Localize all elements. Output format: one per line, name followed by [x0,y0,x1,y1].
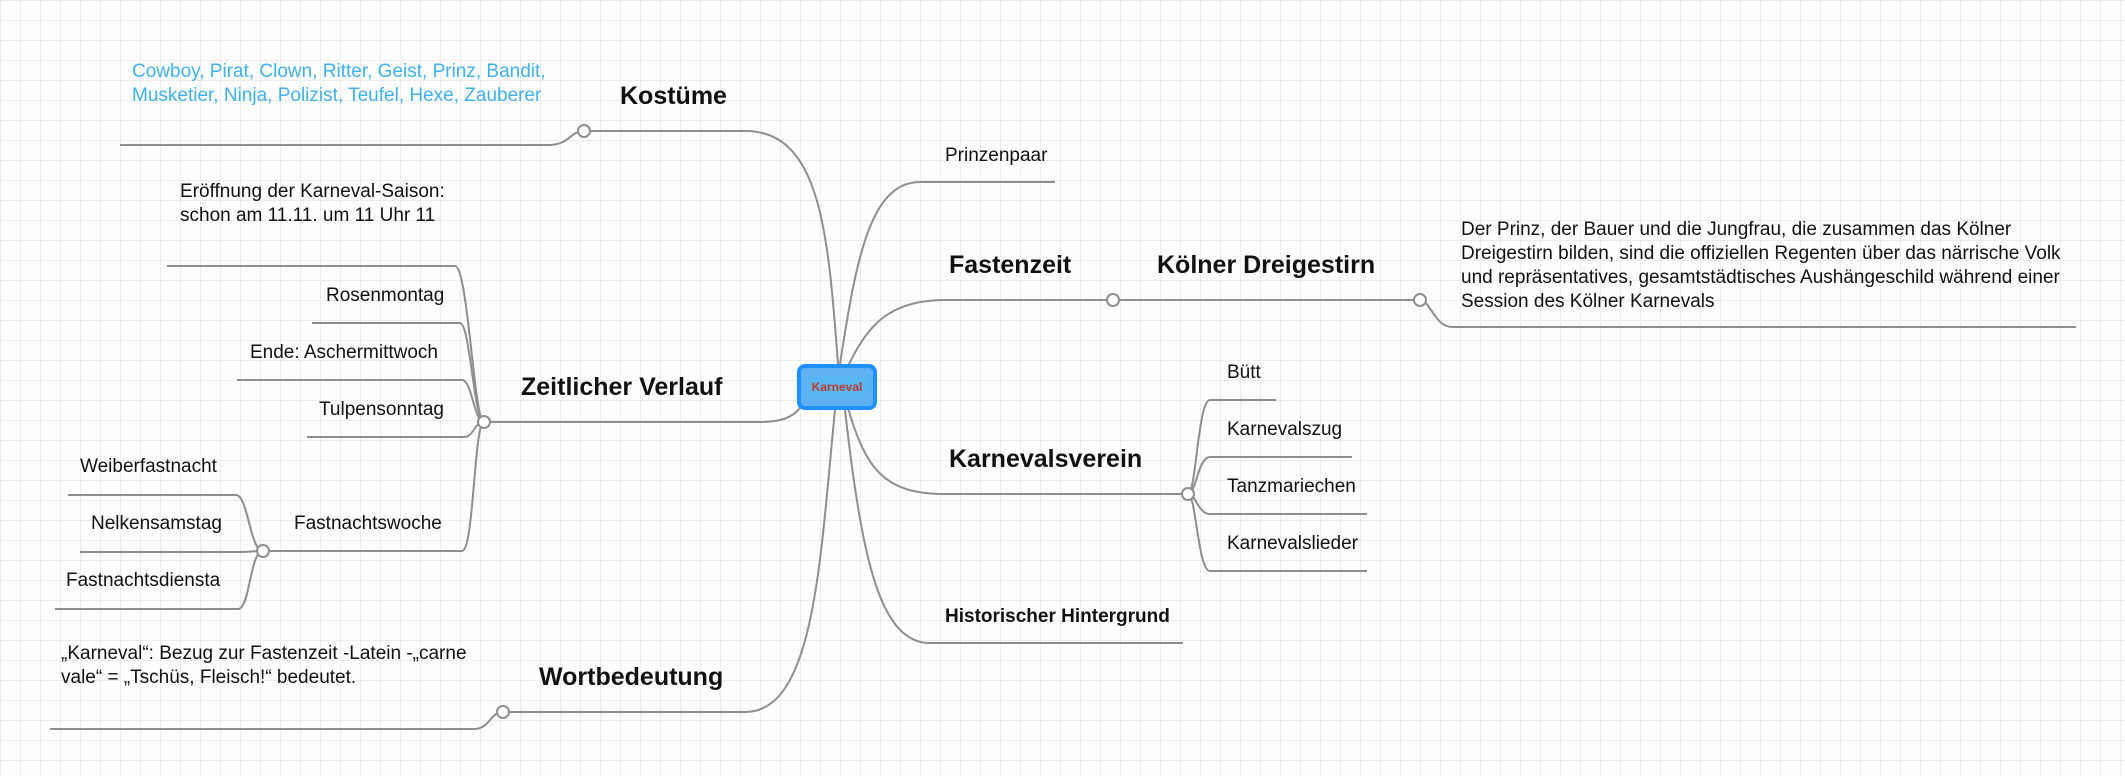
connector-prinzenpaar [839,181,1055,365]
junction-knob-wort [496,705,510,719]
subtopic-weiberfastnacht[interactable]: Weiberfastnacht [80,456,217,477]
junction-knob-zeitlich [477,415,491,429]
connector-fastenzeit [847,299,1113,367]
root-node[interactable]: Karneval [797,364,877,410]
junction-knob-kostueme [577,124,591,138]
connector-historisch [844,409,1183,644]
subtopic-eroeffnung[interactable]: Eröffnung der Karneval-Saison: schon am … [180,181,445,226]
connector-wort [503,409,836,713]
subtopic-tulpensonntag[interactable]: Tulpensonntag [319,399,445,420]
note-wortbedeutung[interactable]: „Karneval“: Bezug zur Fastenzeit -Latein… [61,643,467,688]
topic-kostueme[interactable]: Kostüme [620,82,727,110]
junction-knob-dreigestirn [1413,293,1427,307]
topic-karnevalsverein[interactable]: Karnevalsverein [949,445,1143,473]
junction-knob-fastenzeit [1106,293,1120,307]
note-kostueme[interactable]: Cowboy, Pirat, Clown, Ritter, Geist, Pri… [132,61,546,106]
subtopic-karnevalslieder[interactable]: Karnevalslieder [1227,533,1358,554]
note-dreigestirn[interactable]: Der Prinz, der Bauer und die Jungfrau, d… [1461,219,2061,312]
subtopic-aschermittwoch[interactable]: Ende: Aschermittwoch [250,342,438,363]
topic-fastenzeit[interactable]: Fastenzeit [949,251,1072,279]
subtopic-rosenmontag[interactable]: Rosenmontag [326,285,445,306]
subtopic-fastnachtsdiensta[interactable]: Fastnachtsdiensta [66,570,221,591]
subtopic-fastnachtswoche[interactable]: Fastnachtswoche [294,513,442,534]
topic-prinzenpaar[interactable]: Prinzenpaar [945,145,1048,166]
subtopic-nelkensamstag[interactable]: Nelkensamstag [91,513,222,534]
connector-verein [847,407,1188,495]
topic-zeitlich[interactable]: Zeitlicher Verlauf [521,373,723,401]
connector-zeitlich [484,407,801,423]
topic-wortbedeutung[interactable]: Wortbedeutung [539,663,724,691]
subtopic-tanzmariechen[interactable]: Tanzmariechen [1227,476,1356,497]
subtopic-buett[interactable]: Bütt [1227,362,1261,383]
root-label: Karneval [805,376,869,398]
junction-knob-verein [1181,487,1195,501]
subtopic-karnevalszug[interactable]: Karnevalszug [1227,419,1343,440]
junction-knob-fastnacht [256,544,270,558]
topic-historischer-hintergrund[interactable]: Historischer Hintergrund [945,606,1170,627]
connector-kostueme [584,130,839,365]
topic-koelner-dreigestirn[interactable]: Kölner Dreigestirn [1157,251,1376,279]
